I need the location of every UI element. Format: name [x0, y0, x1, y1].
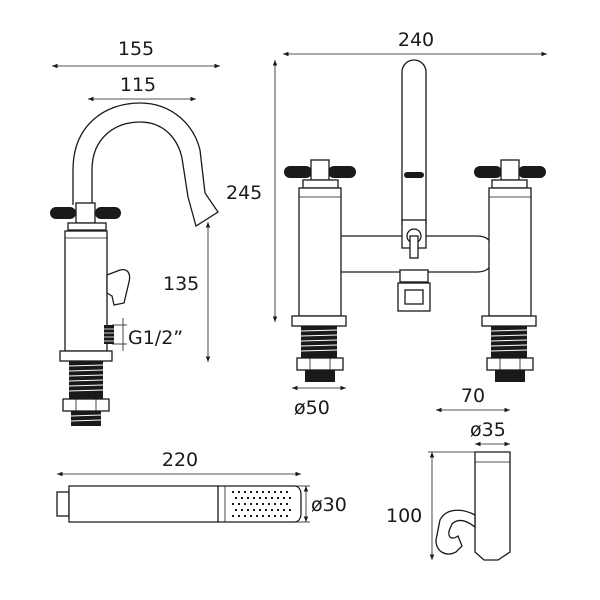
handset-spray-holes — [232, 491, 291, 517]
handset-view: 220 ø30 — [56, 449, 347, 523]
front-left-pillar — [284, 159, 356, 382]
side-body — [64, 230, 108, 352]
bracket-cradle — [435, 509, 476, 555]
dim-base-diameter: ø50 — [294, 397, 330, 419]
side-diverter-lever — [106, 268, 131, 306]
side-cross-handle — [50, 202, 121, 231]
dim-handset-length: 220 — [162, 449, 198, 471]
bracket-body — [474, 451, 511, 561]
dim-side-width-spout: 115 — [120, 74, 156, 96]
side-view: 155 115 135 G1/2” — [50, 38, 220, 426]
dim-bracket-height: 100 — [386, 505, 422, 527]
front-diverter — [397, 219, 431, 312]
front-spout — [401, 59, 427, 237]
side-spout — [72, 102, 206, 205]
dim-thread: G1/2” — [128, 327, 183, 349]
dim-handset-diameter: ø30 — [311, 494, 347, 516]
dim-bracket-width: 70 — [461, 385, 485, 407]
handset-body — [68, 485, 302, 523]
dim-bracket-diameter: ø35 — [470, 419, 506, 441]
front-right-pillar — [474, 159, 546, 382]
side-spout-tip — [187, 192, 219, 228]
dim-front-height: 245 — [226, 182, 262, 204]
front-view: 240 245 ø50 — [226, 29, 547, 419]
dim-front-width: 240 — [398, 29, 434, 51]
dim-side-height: 135 — [163, 273, 199, 295]
dim-side-width-total: 155 — [118, 38, 154, 60]
bracket-view: 70 ø35 100 — [386, 385, 511, 561]
